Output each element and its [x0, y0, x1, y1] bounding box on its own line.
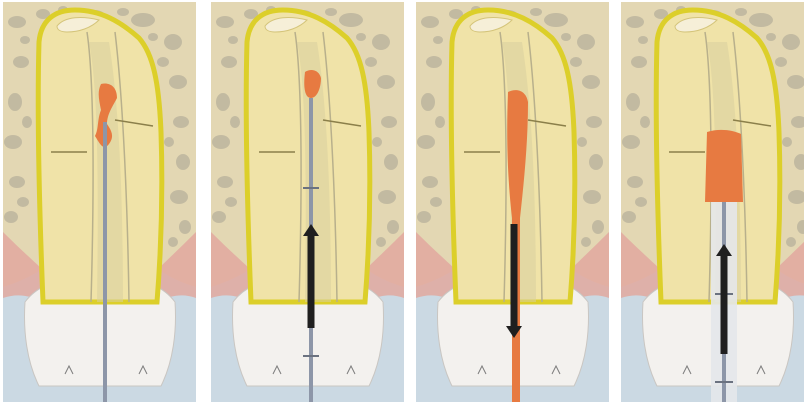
bone-marrow-space	[421, 93, 435, 111]
bone-marrow-space	[168, 237, 178, 247]
bone-marrow-space	[433, 36, 443, 44]
bone-marrow-space	[422, 176, 438, 188]
bone-marrow-space	[169, 75, 187, 89]
bone-marrow-space	[640, 116, 650, 128]
bone-marrow-space	[372, 137, 382, 147]
bone-marrow-space	[217, 176, 233, 188]
bone-marrow-space	[216, 16, 234, 28]
bone-marrow-space	[22, 116, 32, 128]
panel-4	[621, 2, 804, 402]
bone-marrow-space	[426, 56, 442, 68]
bone-marrow-space	[631, 56, 647, 68]
bone-marrow-space	[212, 211, 226, 223]
bone-marrow-space	[164, 34, 182, 50]
bone-marrow-space	[592, 220, 604, 234]
bone-marrow-space	[622, 211, 636, 223]
bone-marrow-space	[221, 56, 237, 68]
bone-marrow-space	[377, 75, 395, 89]
bone-marrow-space	[544, 13, 568, 27]
bone-marrow-space	[9, 176, 25, 188]
panel-2	[211, 2, 404, 402]
bone-marrow-space	[372, 34, 390, 50]
bone-marrow-space	[365, 57, 377, 67]
bone-marrow-space	[376, 237, 386, 247]
bone-marrow-space	[4, 211, 18, 223]
bone-marrow-space	[387, 220, 399, 234]
bone-marrow-space	[173, 116, 189, 128]
bone-marrow-space	[421, 16, 439, 28]
tooth-diagram	[211, 2, 404, 402]
bone-marrow-space	[586, 116, 602, 128]
bone-marrow-space	[749, 13, 773, 27]
bone-marrow-space	[435, 116, 445, 128]
bone-marrow-space	[775, 57, 787, 67]
bone-marrow-space	[589, 154, 603, 170]
bone-marrow-space	[782, 137, 792, 147]
bone-marrow-space	[170, 190, 188, 204]
bone-marrow-space	[417, 211, 431, 223]
bone-marrow-space	[230, 116, 240, 128]
bone-marrow-space	[582, 75, 600, 89]
panel-3	[416, 2, 609, 402]
tooth-diagram	[3, 2, 196, 402]
bone-marrow-space	[638, 36, 648, 44]
panel-1	[3, 2, 196, 402]
bone-marrow-space	[766, 33, 776, 41]
bone-marrow-space	[583, 190, 601, 204]
bone-marrow-space	[577, 137, 587, 147]
bone-marrow-space	[786, 237, 796, 247]
bone-marrow-space	[626, 93, 640, 111]
bone-marrow-space	[20, 36, 30, 44]
bone-marrow-space	[635, 197, 647, 207]
tooth-diagram	[416, 2, 609, 402]
bone-marrow-space	[384, 154, 398, 170]
bone-marrow-space	[430, 197, 442, 207]
tooth-diagram	[621, 2, 804, 402]
bone-marrow-space	[13, 56, 29, 68]
bone-marrow-space	[228, 36, 238, 44]
bone-marrow-space	[782, 34, 800, 50]
bone-marrow-space	[581, 237, 591, 247]
bone-marrow-space	[381, 116, 397, 128]
bone-marrow-space	[577, 34, 595, 50]
bone-marrow-space	[117, 8, 129, 16]
bone-marrow-space	[212, 135, 230, 149]
bone-marrow-space	[627, 176, 643, 188]
bone-marrow-space	[417, 135, 435, 149]
bone-marrow-space	[570, 57, 582, 67]
bone-marrow-space	[356, 33, 366, 41]
bone-marrow-space	[8, 93, 22, 111]
bone-marrow-space	[4, 135, 22, 149]
bone-marrow-space	[179, 220, 191, 234]
bone-marrow-space	[225, 197, 237, 207]
bone-marrow-space	[561, 33, 571, 41]
bone-marrow-space	[176, 154, 190, 170]
bone-marrow-space	[148, 33, 158, 41]
bone-marrow-space	[17, 197, 29, 207]
bone-marrow-space	[622, 135, 640, 149]
bone-marrow-space	[164, 137, 174, 147]
bone-marrow-space	[530, 8, 542, 16]
bone-marrow-space	[735, 8, 747, 16]
bone-marrow-space	[131, 13, 155, 27]
bone-marrow-space	[378, 190, 396, 204]
filling-material	[705, 130, 743, 202]
bone-marrow-space	[8, 16, 26, 28]
bone-marrow-space	[626, 16, 644, 28]
bone-marrow-space	[339, 13, 363, 27]
bone-marrow-space	[216, 93, 230, 111]
bone-marrow-space	[325, 8, 337, 16]
bone-marrow-space	[157, 57, 169, 67]
